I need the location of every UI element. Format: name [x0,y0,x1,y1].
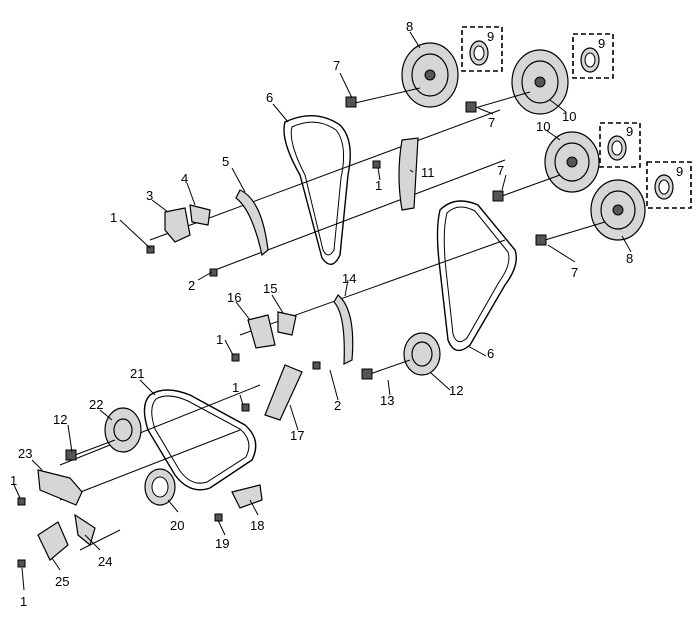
callout-label: 6 [487,346,494,361]
camshaft-bolt-4 [535,221,606,246]
callout-label: 1 [216,332,223,347]
upper-left-timing-chain [283,115,351,265]
callout-label: 24 [98,554,112,569]
callout-label: 9 [487,29,494,44]
callout-label: 12 [449,383,463,398]
callout-label: 1 [375,178,382,193]
sprocket-22 [104,407,142,453]
seal-box-3 [599,122,641,168]
intake-camshaft-actuator-left [401,42,459,108]
camshaft-bolt-1 [345,87,421,108]
tensioner-upper-left [164,204,211,243]
chain-guide-5 [235,189,269,257]
callout-label: 1 [20,594,27,609]
callout-label: 22 [89,397,103,412]
callout-label: 10 [562,109,576,124]
callout-label: 19 [215,536,229,551]
callout-label: 14 [342,271,356,286]
callout-label: 7 [333,58,340,73]
intake-camshaft-actuator-right [544,131,600,193]
tensioner-16-15 [247,311,297,349]
callout-label: 13 [380,393,394,408]
guide-18 [231,484,263,509]
callout-label: 1 [110,210,117,225]
seal-box-4 [646,161,692,209]
leader-lines [13,31,632,591]
callout-label: 1 [232,380,239,395]
callout-label: 20 [170,518,184,533]
guide-23 [37,469,83,506]
crankshaft-sprocket-12-upper [361,332,441,380]
camshaft-bolt-3 [492,174,561,202]
callout-label: 10 [536,119,550,134]
lower-timing-chain [143,389,257,491]
chain-guide-17 [264,364,303,421]
callout-label: 23 [18,446,32,461]
callout-label: 8 [626,251,633,266]
callout-label: 25 [55,574,69,589]
callout-label: 3 [146,188,153,203]
callout-label: 6 [266,90,273,105]
callout-label: 4 [181,171,188,186]
callout-label: 18 [250,518,264,533]
callout-label: 17 [290,428,304,443]
callout-label: 2 [334,398,341,413]
callout-label: 9 [676,164,683,179]
callout-label: 9 [626,124,633,139]
crank-bolt-12-lower [65,439,116,461]
callout-label: 7 [571,265,578,280]
callout-label: 21 [130,366,144,381]
callout-labels: 1 1 1 1 1 1 2 2 3 4 5 6 6 7 7 7 7 8 8 9 … [10,19,683,609]
seal-box-1 [461,26,503,72]
exhaust-camshaft-actuator-right [590,179,646,241]
callout-label: 7 [497,163,504,178]
exhaust-camshaft-actuator-left [511,49,569,115]
callout-label: 1 [10,473,17,488]
upper-right-timing-chain [436,200,517,352]
callout-label: 5 [222,154,229,169]
camshaft-bolt-2 [465,91,531,113]
tensioner-25-24 [37,513,96,561]
seal-box-2 [572,33,614,79]
small-bolts [17,160,381,568]
callout-label: 16 [227,290,241,305]
callout-label: 15 [263,281,277,296]
callout-label: 12 [53,412,67,427]
sprocket-20 [144,468,176,506]
callout-label: 11 [421,165,435,180]
callout-label: 2 [188,278,195,293]
callout-label: 7 [488,115,495,130]
callout-label: 9 [598,36,605,51]
callout-label: 8 [406,19,413,34]
chain-guide-11 [398,137,419,211]
chain-guide-14 [333,294,354,365]
